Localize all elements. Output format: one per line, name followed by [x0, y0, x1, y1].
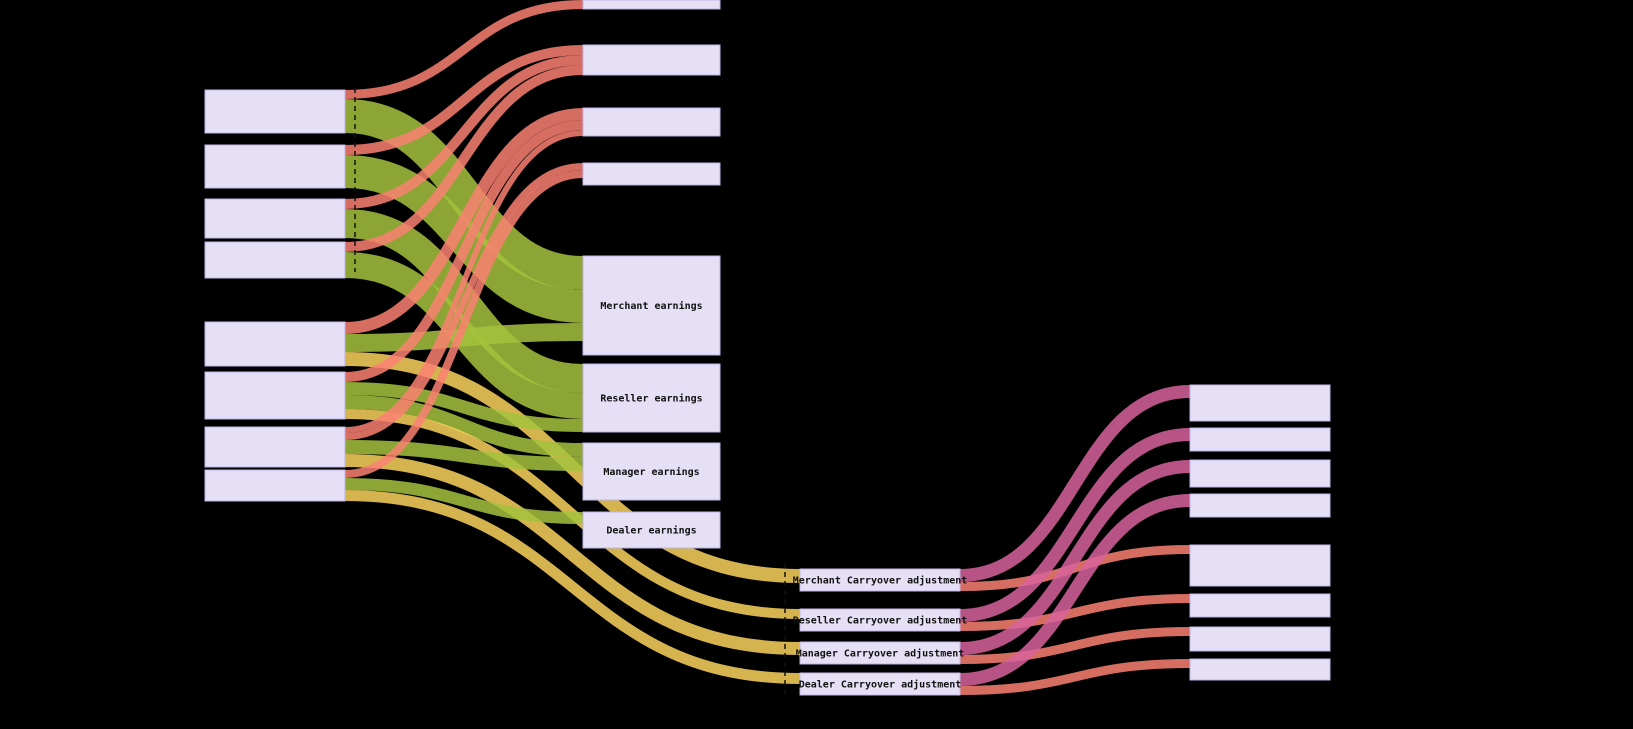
sankey-link[interactable]: [344, 440, 584, 471]
sankey-link[interactable]: [344, 163, 584, 440]
sankey-node[interactable]: [1189, 544, 1331, 587]
node-label: Reseller Carryover adjustment: [793, 615, 968, 627]
sankey-node[interactable]: [799, 568, 961, 592]
sankey-node[interactable]: [582, 255, 721, 356]
nodes-layer: [204, 0, 1331, 696]
sankey-link[interactable]: [344, 130, 584, 433]
sankey-node[interactable]: [582, 162, 721, 186]
node-label: Manager earnings: [603, 466, 699, 478]
sankey-node[interactable]: [204, 89, 346, 134]
sankey-link[interactable]: [959, 385, 1191, 582]
sankey-node[interactable]: [1189, 493, 1331, 518]
node-label: Dealer earnings: [606, 525, 696, 537]
sankey-link[interactable]: [344, 454, 801, 655]
sankey-node[interactable]: [799, 608, 961, 632]
sankey-link[interactable]: [959, 494, 1191, 686]
node-label: Merchant Carryover adjustment: [793, 575, 968, 587]
sankey-node[interactable]: [799, 641, 961, 665]
sankey-node[interactable]: [204, 144, 346, 189]
node-label: Manager Carryover adjustment: [796, 648, 965, 660]
sankey-node[interactable]: [1189, 626, 1331, 652]
sankey-node[interactable]: [204, 426, 346, 468]
sankey-node[interactable]: [582, 44, 721, 76]
sankey-link[interactable]: [344, 99, 584, 290]
sankey-node[interactable]: [1189, 384, 1331, 422]
sankey-node[interactable]: [1189, 427, 1331, 452]
sankey-node[interactable]: [582, 0, 721, 10]
sankey-link[interactable]: [344, 155, 584, 323]
node-label: Merchant earnings: [600, 300, 702, 312]
sankey-node[interactable]: [1189, 459, 1331, 488]
sankey-node[interactable]: [204, 469, 346, 502]
sankey-node[interactable]: [1189, 593, 1331, 618]
sankey-link[interactable]: [959, 594, 1191, 631]
sankey-link[interactable]: [959, 627, 1191, 664]
sankey-link[interactable]: [959, 460, 1191, 655]
sankey-link[interactable]: [344, 45, 584, 155]
sankey-link[interactable]: [344, 120, 584, 382]
sankey-node[interactable]: [204, 321, 346, 367]
node-label: Dealer Carryover adjustment: [799, 679, 962, 691]
sankey-node[interactable]: [582, 363, 721, 433]
sankey-link[interactable]: [344, 170, 584, 478]
sankey-node[interactable]: [582, 511, 721, 549]
sankey-node[interactable]: [1189, 658, 1331, 681]
sankey-node[interactable]: [204, 241, 346, 279]
sankey-link[interactable]: [344, 65, 584, 252]
sankey-node[interactable]: [582, 442, 721, 501]
sankey-node[interactable]: [204, 371, 346, 420]
sankey-link[interactable]: [344, 108, 584, 334]
sankey-link[interactable]: [959, 659, 1191, 695]
sankey-node[interactable]: [582, 107, 721, 137]
sankey-link[interactable]: [344, 323, 584, 352]
sankey-node[interactable]: [799, 672, 961, 696]
sankey-link[interactable]: [344, 478, 584, 524]
guides-layer: [354, 88, 786, 697]
sankey-link[interactable]: [959, 428, 1191, 622]
sankey-link[interactable]: [344, 490, 801, 684]
sankey-link[interactable]: [344, 55, 584, 209]
sankey-link[interactable]: [344, 0, 584, 99]
node-label: Reseller earnings: [600, 393, 702, 405]
sankey-link[interactable]: [344, 395, 584, 457]
sankey-node[interactable]: [204, 198, 346, 239]
links-layer: [344, 0, 1191, 695]
sankey-link[interactable]: [344, 382, 584, 432]
